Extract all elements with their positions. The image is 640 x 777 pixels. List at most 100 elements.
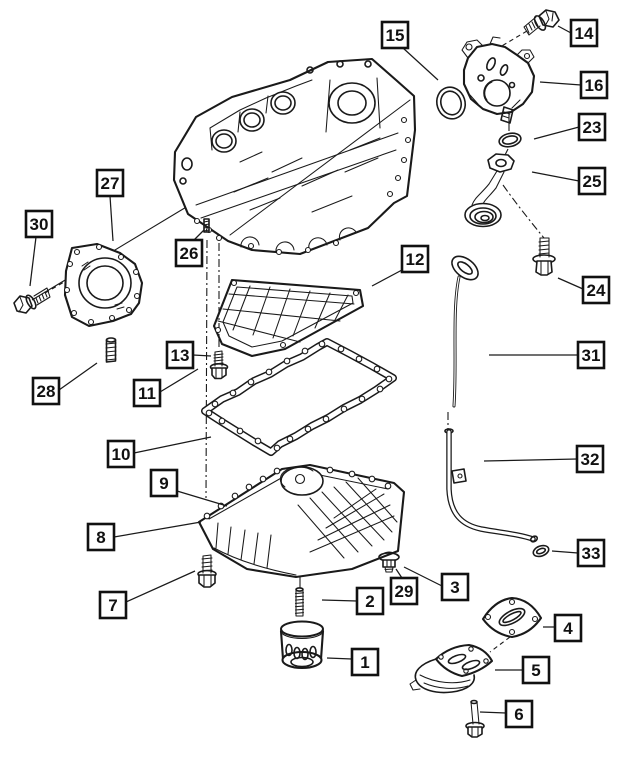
filter-adapter-art xyxy=(409,643,494,694)
callout-box-1[interactable] xyxy=(350,647,380,677)
oil-filter-art xyxy=(279,620,325,670)
block-stud-art xyxy=(203,218,210,233)
callout-number-16: 16 xyxy=(585,76,604,95)
callout-31[interactable]: 31 xyxy=(489,340,606,370)
callout-number-27: 27 xyxy=(101,174,120,193)
callout-25[interactable]: 25 xyxy=(531,166,607,196)
filter-stud-art xyxy=(294,587,305,617)
drain-plug-art xyxy=(378,551,400,573)
callout-33[interactable]: 33 xyxy=(551,538,606,568)
callout-box-29[interactable] xyxy=(389,576,419,606)
callout-number-7: 7 xyxy=(108,596,117,615)
callout-box-24[interactable] xyxy=(581,275,611,305)
leader-line-6 xyxy=(479,711,507,714)
callout-number-26: 26 xyxy=(180,244,199,263)
callout-number-1: 1 xyxy=(360,653,369,672)
callout-number-24: 24 xyxy=(587,281,606,300)
callout-box-7[interactable] xyxy=(98,590,128,620)
callout-2[interactable]: 2 xyxy=(321,586,385,616)
callout-12[interactable]: 12 xyxy=(371,244,430,287)
callout-box-28[interactable] xyxy=(31,376,61,406)
adapter-gasket-art xyxy=(481,596,543,639)
leader-line-10 xyxy=(133,436,212,454)
callout-10[interactable]: 10 xyxy=(106,436,212,469)
callout-23[interactable]: 23 xyxy=(533,112,607,142)
callout-3[interactable]: 3 xyxy=(403,566,470,602)
leader-line-14 xyxy=(557,25,572,34)
callout-number-32: 32 xyxy=(581,450,600,469)
callout-24[interactable]: 24 xyxy=(557,275,611,305)
leader-line-30 xyxy=(29,236,37,287)
leader-line-33 xyxy=(551,550,579,554)
callout-7[interactable]: 7 xyxy=(98,570,196,620)
pan-bolt-art xyxy=(197,554,217,588)
pickup-bolt-art xyxy=(532,237,556,276)
callout-8[interactable]: 8 xyxy=(86,521,202,552)
leader-line-27 xyxy=(109,195,114,242)
callout-box-25[interactable] xyxy=(577,166,607,196)
callout-box-9[interactable] xyxy=(149,468,179,498)
callout-box-30[interactable] xyxy=(24,209,54,239)
callout-layer: 1234567891011121314151623242526272829303… xyxy=(24,18,611,729)
callout-16[interactable]: 16 xyxy=(539,70,609,100)
callout-5[interactable]: 5 xyxy=(495,655,551,685)
callout-4[interactable]: 4 xyxy=(543,613,583,643)
callout-11[interactable]: 11 xyxy=(132,368,199,408)
callout-box-8[interactable] xyxy=(86,522,116,552)
callout-box-13[interactable] xyxy=(165,340,195,370)
callout-box-33[interactable] xyxy=(576,538,606,568)
leader-line-1 xyxy=(326,657,353,660)
callout-box-3[interactable] xyxy=(440,572,470,602)
callout-number-12: 12 xyxy=(406,250,425,269)
callout-box-32[interactable] xyxy=(575,444,605,474)
callout-box-6[interactable] xyxy=(504,699,534,729)
leader-line-26 xyxy=(193,229,205,241)
callout-9[interactable]: 9 xyxy=(149,468,228,507)
callout-box-10[interactable] xyxy=(106,439,136,469)
callout-14[interactable]: 14 xyxy=(557,18,599,48)
leader-line-29 xyxy=(395,568,403,579)
callout-number-14: 14 xyxy=(575,24,594,43)
leader-line-13 xyxy=(192,354,212,357)
leader-line-23 xyxy=(533,126,580,140)
callout-box-12[interactable] xyxy=(400,244,430,274)
callout-number-3: 3 xyxy=(450,578,459,597)
callout-box-14[interactable] xyxy=(569,18,599,48)
callout-number-5: 5 xyxy=(531,661,540,680)
callout-box-15[interactable] xyxy=(380,20,410,50)
callout-28[interactable]: 28 xyxy=(31,362,98,406)
callout-number-9: 9 xyxy=(159,474,168,493)
callout-box-31[interactable] xyxy=(576,340,606,370)
callout-number-6: 6 xyxy=(514,705,523,724)
callout-27[interactable]: 27 xyxy=(95,168,125,242)
callout-32[interactable]: 32 xyxy=(483,444,605,474)
leader-line-28 xyxy=(58,362,98,391)
callout-box-4[interactable] xyxy=(553,613,583,643)
callout-6[interactable]: 6 xyxy=(479,699,534,729)
assembly-lines xyxy=(31,30,545,653)
pump-o-ring-art xyxy=(498,132,522,148)
dipstick-tube-art xyxy=(444,428,539,543)
callout-number-11: 11 xyxy=(138,384,156,403)
callout-box-11[interactable] xyxy=(132,378,162,408)
leader-line-8 xyxy=(113,521,202,538)
callout-15[interactable]: 15 xyxy=(380,20,439,81)
callout-box-2[interactable] xyxy=(355,586,385,616)
callout-13[interactable]: 13 xyxy=(165,340,212,370)
callout-number-31: 31 xyxy=(582,346,601,365)
callout-number-13: 13 xyxy=(171,346,190,365)
callout-box-16[interactable] xyxy=(579,70,609,100)
retainer-stud-art xyxy=(105,337,117,363)
callout-box-26[interactable] xyxy=(174,238,204,268)
callout-1[interactable]: 1 xyxy=(326,647,380,677)
callout-30[interactable]: 30 xyxy=(24,209,54,287)
callout-box-27[interactable] xyxy=(95,168,125,198)
leader-line-16 xyxy=(539,81,582,86)
callout-26[interactable]: 26 xyxy=(174,229,205,268)
callout-box-5[interactable] xyxy=(521,655,551,685)
callout-box-23[interactable] xyxy=(577,112,607,142)
callout-29[interactable]: 29 xyxy=(389,568,419,606)
callout-number-4: 4 xyxy=(563,619,573,638)
callout-number-8: 8 xyxy=(96,528,105,547)
